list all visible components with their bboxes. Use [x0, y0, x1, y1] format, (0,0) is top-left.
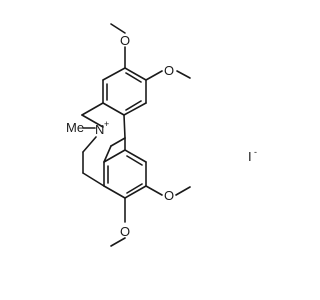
- bond: [81, 114, 104, 128]
- methyl-label: Me: [66, 120, 84, 135]
- iodide-charge: -: [254, 147, 257, 157]
- nitrogen-charge: +: [104, 119, 109, 129]
- bond: [125, 72, 142, 83]
- bond: [82, 172, 105, 187]
- bond: [103, 149, 126, 163]
- bond: [123, 102, 147, 116]
- bond: [82, 136, 97, 153]
- methoxy-top-right: [145, 70, 191, 81]
- bond: [110, 23, 126, 34]
- bond: [123, 114, 126, 139]
- ring-d-bonds: [103, 149, 147, 199]
- bond: [124, 67, 147, 81]
- bond: [175, 186, 191, 196]
- bond: [102, 102, 125, 116]
- bond: [145, 185, 163, 196]
- ring-c-bonds: [82, 136, 112, 187]
- oxygen-label-top-right: O: [164, 63, 174, 78]
- bond: [103, 185, 126, 199]
- bond: [102, 67, 126, 81]
- bond: [124, 149, 147, 163]
- bond: [124, 185, 147, 199]
- iodide-label: I: [248, 149, 252, 164]
- bond: [126, 183, 143, 194]
- methoxy-bottom-right: [145, 185, 191, 196]
- methoxy-bottom-left: [110, 197, 126, 247]
- methoxy-top-left: [110, 23, 126, 69]
- ring-a-bonds: [102, 67, 147, 116]
- oxygen-label-bottom-right: O: [164, 188, 174, 203]
- bond: [110, 137, 126, 147]
- molecule-diagram: O O O O N + Me I -: [66, 23, 257, 247]
- bond: [125, 100, 142, 111]
- oxygen-label-top-left: O: [120, 33, 130, 48]
- bond: [126, 155, 143, 166]
- ring-b-bonds: [81, 102, 126, 147]
- oxygen-label-bottom-left: O: [120, 224, 130, 239]
- nitrogen-label: N: [95, 122, 104, 137]
- bond: [176, 70, 191, 79]
- bond: [81, 102, 104, 116]
- bond: [145, 70, 163, 81]
- bond: [103, 145, 112, 163]
- bond: [110, 237, 126, 247]
